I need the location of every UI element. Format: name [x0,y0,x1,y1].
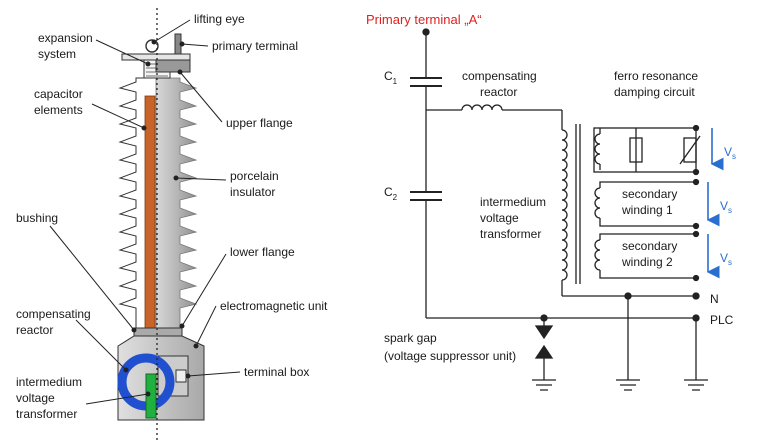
intermedium-vt-core [145,373,157,419]
label-c1: C1 [384,69,398,86]
label-compensating-reactor-2: reactor [480,85,517,99]
varistor-slash [679,135,701,165]
label-upper-flange: upper flange [226,116,293,130]
label-electromagnetic-unit: electromagnetic unit [220,299,328,313]
label-intermedium-vt-1: intermedium [16,375,82,389]
label-compensating-reactor-1: compensating [462,69,537,83]
label-compensating-reactor-2: reactor [16,323,53,337]
label-secondary-2a: secondary [622,239,677,253]
label-terminal-box: terminal box [244,365,309,379]
label-ferro-resonance-2: damping circuit [614,85,695,99]
label-intermedium-vt-2: voltage [16,391,55,405]
schematic-labels: C1 C2 compensating reactor ferro resonan… [384,69,736,363]
label-vs-winding-2: Vs [720,251,732,267]
label-intermedium-vt-2: voltage [480,211,519,225]
damping-varistor [683,137,697,163]
spark-gap-lower-tip [534,344,554,359]
label-expansion-system-1: expansion [38,31,93,45]
secondary-winding-1-coil [594,187,601,219]
label-intermedium-vt-1: intermedium [480,195,546,209]
label-vs-winding-1: Vs [720,199,732,215]
cvt-construction: lifting eye expansion system primary ter… [16,8,328,440]
label-capacitor-elements-1: capacitor [34,87,83,101]
label-secondary-1b: winding 1 [621,203,673,217]
spark-gap-upper-tip [534,325,554,340]
terminal-block [175,369,187,383]
label-primary-terminal: primary terminal [212,39,298,53]
compensating-reactor-coil [461,104,503,111]
label-secondary-2b: winding 2 [621,255,673,269]
label-ferro-resonance-1: ferro resonance [614,69,698,83]
label-intermedium-vt-3: transformer [480,227,541,241]
label-porcelain-insulator-2: insulator [230,185,275,199]
porcelain-insulator-shaded [155,77,198,331]
damping-resistor [629,137,643,163]
label-spark-gap-2: (voltage suppressor unit) [384,349,516,363]
ground-symbol-plc [684,379,708,391]
label-lower-flange: lower flange [230,245,295,259]
label-capacitor-elements-2: elements [34,103,83,117]
terminal-n [692,292,700,300]
label-compensating-reactor-1: compensating [16,307,91,321]
label-lifting-eye: lifting eye [194,12,245,26]
vt-primary-winding [561,129,568,281]
upper-flange [155,59,191,73]
label-n: N [710,292,719,306]
ground-symbol-spark-gap [532,379,556,391]
lifting-eye [145,39,159,53]
capacitor-elements [144,95,156,333]
label-primary-terminal-a: Primary terminal „A“ [366,12,482,27]
label-vs-damping: Vs [724,145,736,161]
label-bushing: bushing [16,211,58,225]
ground-symbol-n [616,379,640,391]
label-spark-gap-1: spark gap [384,331,437,345]
lower-flange [133,327,183,337]
label-expansion-system-2: system [38,47,76,61]
secondary-winding-2-coil [594,239,601,271]
ferro-damping-winding [594,133,601,165]
label-intermedium-vt-3: transformer [16,407,77,421]
ferro-damping-box [593,127,697,173]
cvt-schematic: Primary terminal „A“ [366,12,724,391]
label-c2: C2 [384,185,398,202]
label-porcelain-insulator-1: porcelain [230,169,279,183]
label-plc: PLC [710,313,734,327]
label-secondary-1a: secondary [622,187,677,201]
leader-lines [49,19,241,405]
porcelain-insulator-outline [118,77,156,330]
